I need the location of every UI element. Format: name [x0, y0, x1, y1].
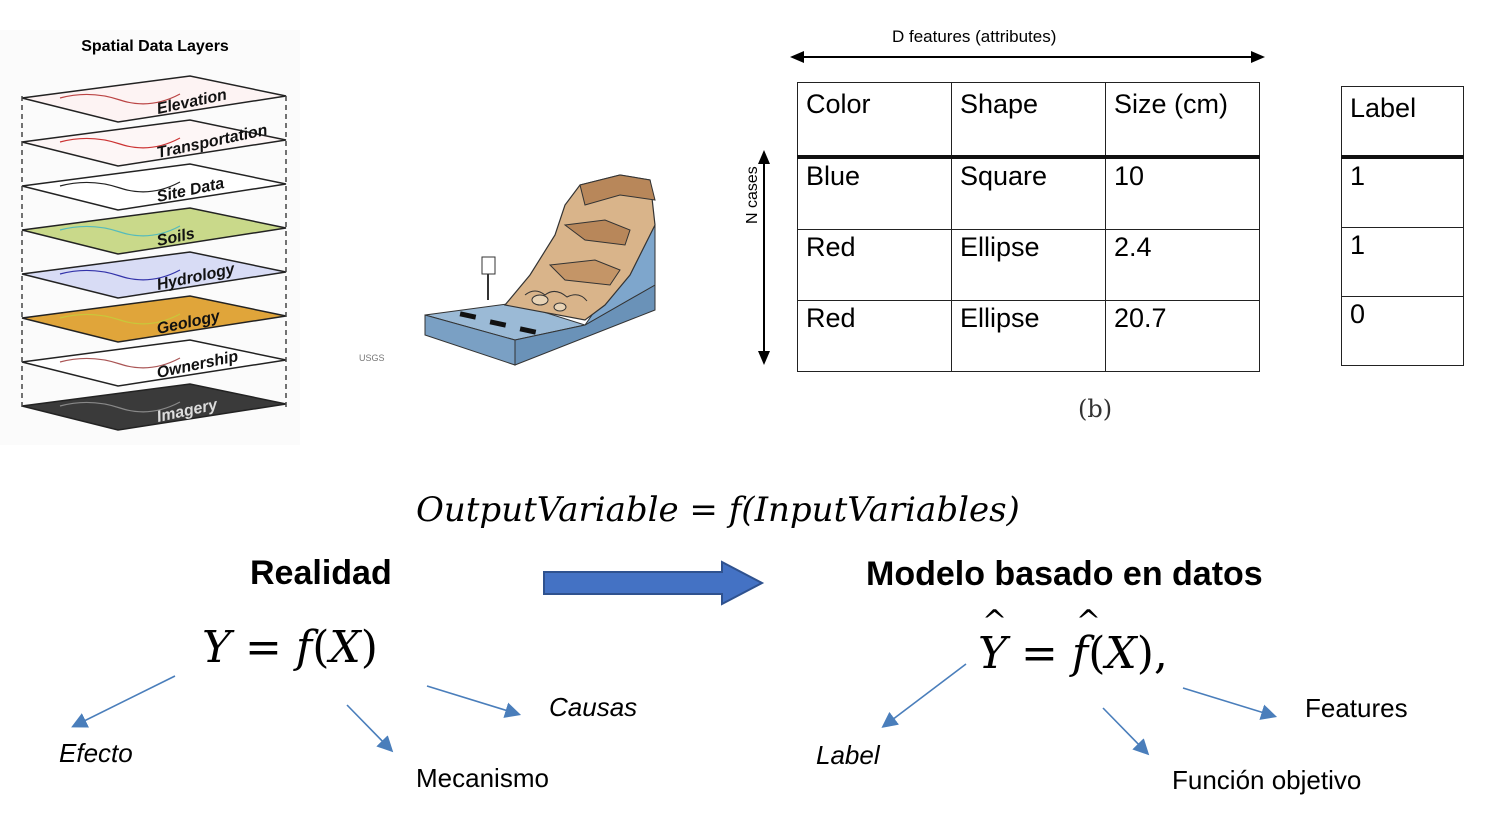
- layers-title: Spatial Data Layers: [81, 38, 229, 55]
- cases-axis-label: N cases: [744, 166, 761, 224]
- table-cell: 20.7: [1105, 300, 1260, 372]
- table-cell: Red: [797, 300, 952, 372]
- table-header-row: Label: [1341, 86, 1464, 159]
- features-annotation: Features: [1305, 693, 1408, 723]
- column-header: Color: [797, 82, 952, 159]
- layer-sheet: Soils: [21, 207, 287, 255]
- table-row: Blue Square 10: [797, 156, 1260, 230]
- table-row: 1: [1341, 227, 1464, 297]
- table-cell: 2.4: [1105, 229, 1260, 301]
- column-header: Shape: [951, 82, 1106, 159]
- objective-function-label: Función objetivo: [1172, 765, 1362, 795]
- landslide-illustration: [424, 174, 656, 366]
- model-formula: Y = f(X),: [978, 604, 1168, 679]
- table-cell: Ellipse: [951, 300, 1106, 372]
- formula-function-hat: f: [1072, 604, 1102, 679]
- table-row: 0: [1341, 296, 1464, 366]
- column-header: Size (cm): [1105, 82, 1260, 159]
- table-row: Red Ellipse 2.4: [797, 229, 1260, 301]
- formula-input: X: [329, 622, 361, 673]
- reality-formula: Y = f(X): [202, 622, 378, 673]
- column-header: Label: [1341, 86, 1464, 159]
- arrow-causes: [426, 685, 522, 718]
- formula-input: X: [1105, 628, 1137, 679]
- formula-output-hat: Y: [978, 604, 1007, 679]
- layer-sheet: Site Data: [21, 163, 287, 211]
- causes-label: Causas: [549, 692, 638, 722]
- heading-data-model: Modelo basado en datos: [866, 555, 1263, 593]
- table-cell: Red: [797, 229, 952, 301]
- formula-function: f: [295, 622, 313, 673]
- table-cell: 1: [1341, 227, 1464, 297]
- mechanism-label: Mecanismo: [416, 763, 549, 793]
- table-cell: Blue: [797, 156, 952, 230]
- effect-label: Efecto: [59, 738, 133, 768]
- table-cell: 1: [1341, 156, 1464, 228]
- arrow-mechanism: [346, 704, 394, 753]
- table-cell: Ellipse: [951, 229, 1106, 301]
- label-table: Label 1 1 0: [1341, 86, 1464, 366]
- image-credit: USGS: [359, 353, 385, 363]
- formula-output: Y: [202, 622, 232, 673]
- table-header-row: Color Shape Size (cm): [797, 82, 1260, 159]
- features-axis-label: D features (attributes): [892, 27, 1057, 46]
- features-table: Color Shape Size (cm) Blue Square 10 Red…: [797, 82, 1260, 372]
- table-row: Red Ellipse 20.7: [797, 300, 1260, 372]
- right-arrow-icon: [543, 560, 765, 606]
- main-equation: OutputVariable = f(InputVariables): [416, 490, 1020, 530]
- arrow-features: [1182, 687, 1278, 720]
- arrow-objective-function: [1102, 707, 1150, 756]
- heading-reality: Realidad: [250, 554, 392, 592]
- arrow-label: [881, 663, 967, 728]
- table-cell: 10: [1105, 156, 1260, 230]
- cases-double-arrow: [758, 150, 770, 365]
- features-double-arrow: [790, 51, 1265, 63]
- table-cell: Square: [951, 156, 1106, 230]
- table-row: 1: [1341, 156, 1464, 228]
- figure-caption: (b): [1078, 395, 1113, 423]
- table-cell: 0: [1341, 296, 1464, 366]
- label-annotation: Label: [816, 740, 880, 770]
- arrow-effect: [71, 675, 176, 728]
